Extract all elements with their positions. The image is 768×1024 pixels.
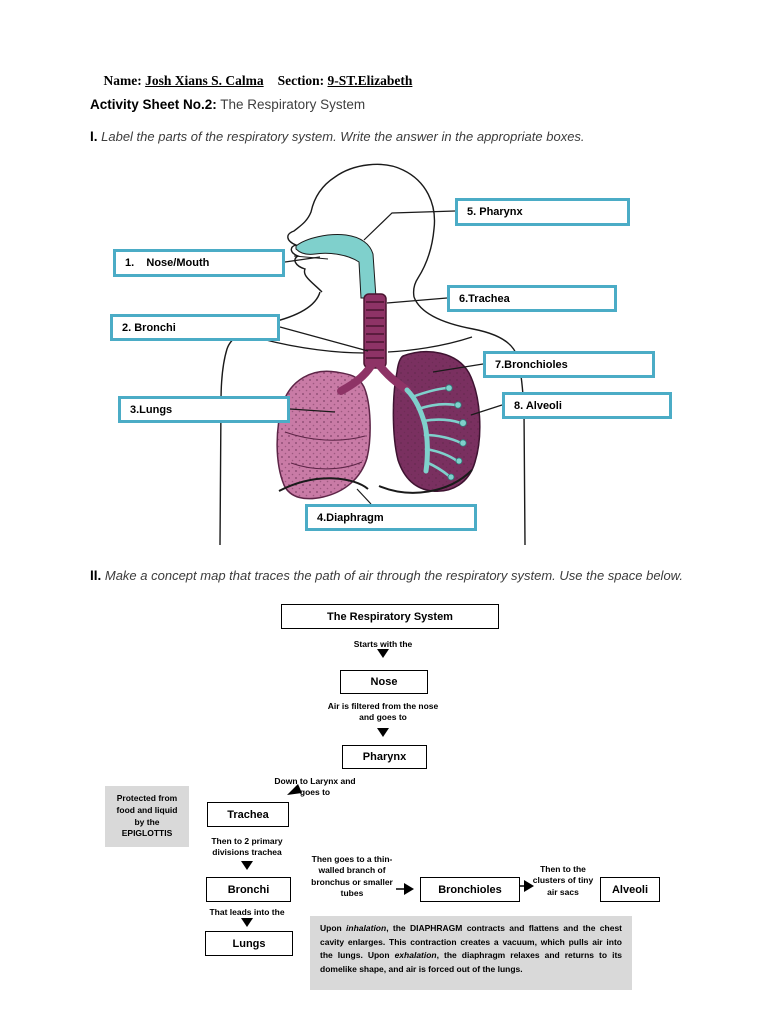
diaphragm-note-seg-0: Upon <box>320 923 347 933</box>
name-value: Josh Xians S. Calma <box>145 73 264 88</box>
node-trachea: Trachea <box>207 802 289 827</box>
section2-heading: II. Make a concept map that traces the p… <box>90 566 691 586</box>
diaphragm-line <box>278 469 473 494</box>
node-bronchi: Bronchi <box>206 877 291 902</box>
header-line: Name: Josh Xians S. Calma Section: 9-ST.E… <box>90 57 413 105</box>
node-nose: Nose <box>340 670 428 694</box>
node-alveoli-label: Alveoli <box>611 883 649 896</box>
edge-root-nose: Starts with the <box>353 639 413 649</box>
label-text-trachea: 6.Trachea <box>459 292 510 305</box>
section1-instruction: Label the parts of the respiratory syste… <box>97 129 585 144</box>
body-outline <box>219 163 526 546</box>
label-text-alveoli: 8. Alveoli <box>514 399 562 412</box>
upper-airway-shape <box>295 234 377 299</box>
label-text-bronchioles: 7.Bronchioles <box>495 358 568 371</box>
arrow-trachea-bronchi-icon <box>241 861 253 870</box>
arrow-pharynx-trachea-icon <box>287 784 302 795</box>
arrow-bronchioles-alveoli-icon <box>524 880 534 892</box>
concept-map-arrows <box>241 649 534 927</box>
connector-trachea <box>386 297 448 304</box>
node-bronchioles-label: Bronchioles <box>438 883 502 896</box>
activity-title-text: The Respiratory System <box>216 97 366 112</box>
label-box-bronchi: 2. Bronchi <box>110 314 280 341</box>
node-lungs-label: Lungs <box>232 937 266 950</box>
section1-numeral: I. <box>90 129 98 144</box>
node-pharynx: Pharynx <box>342 745 427 769</box>
node-bronchioles: Bronchioles <box>420 877 520 902</box>
section-value: 9-ST.Elizabeth <box>327 73 413 88</box>
label-box-diaphragm: 4.Diaphragm <box>305 504 477 531</box>
label-box-pharynx: 5. Pharynx <box>455 198 630 226</box>
edge-pharynx-trachea: Down to Larynx and goes to <box>274 776 356 798</box>
edge-bronchi-lungs: That leads into the <box>209 907 285 917</box>
connector-lines <box>279 210 503 505</box>
arrow-nose-pharynx-icon <box>377 728 389 737</box>
label-box-trachea: 6.Trachea <box>447 285 617 312</box>
diaphragm-note: Upon inhalation, the DIAPHRAGM contracts… <box>310 916 632 990</box>
node-bronchi-label: Bronchi <box>227 883 270 896</box>
connector-alveoli <box>470 404 503 416</box>
alveoli-cluster <box>445 384 467 481</box>
node-alveoli: Alveoli <box>600 877 660 902</box>
arrow-root-nose-icon <box>377 649 389 658</box>
node-nose-label: Nose <box>370 676 398 688</box>
node-lungs: Lungs <box>205 931 293 956</box>
label-box-nose-mouth: 1. Nose/Mouth <box>113 249 285 277</box>
connector-bronchioles <box>432 363 484 373</box>
arrow-bronchi-bronchioles-icon <box>404 883 414 895</box>
mouth-line <box>293 255 329 260</box>
right-lung <box>392 350 481 492</box>
epiglottis-note-text: Protected from food and liquid by the EP… <box>116 792 178 839</box>
head-outline <box>287 163 436 298</box>
connector-bronchi <box>279 326 369 352</box>
section-label: Section: <box>277 73 328 88</box>
node-trachea-label: Trachea <box>227 808 269 821</box>
activity-title-label: Activity Sheet No.2: <box>90 97 217 112</box>
diaphragm-note-seg-4: , the diaphragm relaxes and returns to i… <box>320 950 623 974</box>
section2-numeral: II. <box>90 568 102 583</box>
label-text-pharynx: 5. Pharynx <box>467 206 523 218</box>
diaphragm-note-seg-3: exhalation <box>394 950 437 961</box>
left-lung <box>276 370 371 500</box>
name-label: Name: <box>103 73 146 88</box>
connector-diaphragm <box>356 488 372 505</box>
diaphragm-note-seg-2: , the DIAPHRAGM contracts and flattens a… <box>320 923 622 961</box>
bronchiole-tree <box>404 384 467 481</box>
node-root-label: The Respiratory System <box>327 610 453 623</box>
edge-nose-pharynx: Air is filtered from the nose and goes t… <box>327 701 439 723</box>
node-pharynx-label: Pharynx <box>362 751 407 763</box>
clavicle-lines <box>261 336 473 354</box>
right-torso-outline <box>413 296 526 546</box>
activity-title: Activity Sheet No.2: The Respiratory Sys… <box>90 97 365 112</box>
trachea-shape <box>337 293 411 395</box>
label-box-lungs: 3.Lungs <box>118 396 290 423</box>
connector-nose-mouth <box>284 256 321 263</box>
epiglottis-note: Protected from food and liquid by the EP… <box>105 786 189 847</box>
section2-instruction: Make a concept map that traces the path … <box>101 568 683 583</box>
node-root: The Respiratory System <box>281 604 499 629</box>
label-text-nose-mouth: 1. Nose/Mouth <box>125 257 210 269</box>
label-box-bronchioles: 7.Bronchioles <box>483 351 655 378</box>
connector-lungs <box>289 408 336 413</box>
label-text-lungs: 3.Lungs <box>130 403 173 416</box>
edge-bronchioles-alveoli: Then to the clusters of tiny air sacs <box>532 864 594 897</box>
arrow-bronchi-lungs-icon <box>241 918 253 927</box>
edge-trachea-bronchi: Then to 2 primary divisions trachea <box>211 836 283 858</box>
connector-pharynx <box>363 210 456 241</box>
edge-bronchi-bronchioles: Then goes to a thin-walled branch of bro… <box>311 854 393 899</box>
section1-heading: I. Label the parts of the respiratory sy… <box>90 129 585 144</box>
label-box-alveoli: 8. Alveoli <box>502 392 672 419</box>
label-text-bronchi: 2. Bronchi <box>122 321 176 334</box>
diaphragm-note-seg-1: inhalation <box>346 923 387 933</box>
label-text-diaphragm: 4.Diaphragm <box>317 511 384 524</box>
